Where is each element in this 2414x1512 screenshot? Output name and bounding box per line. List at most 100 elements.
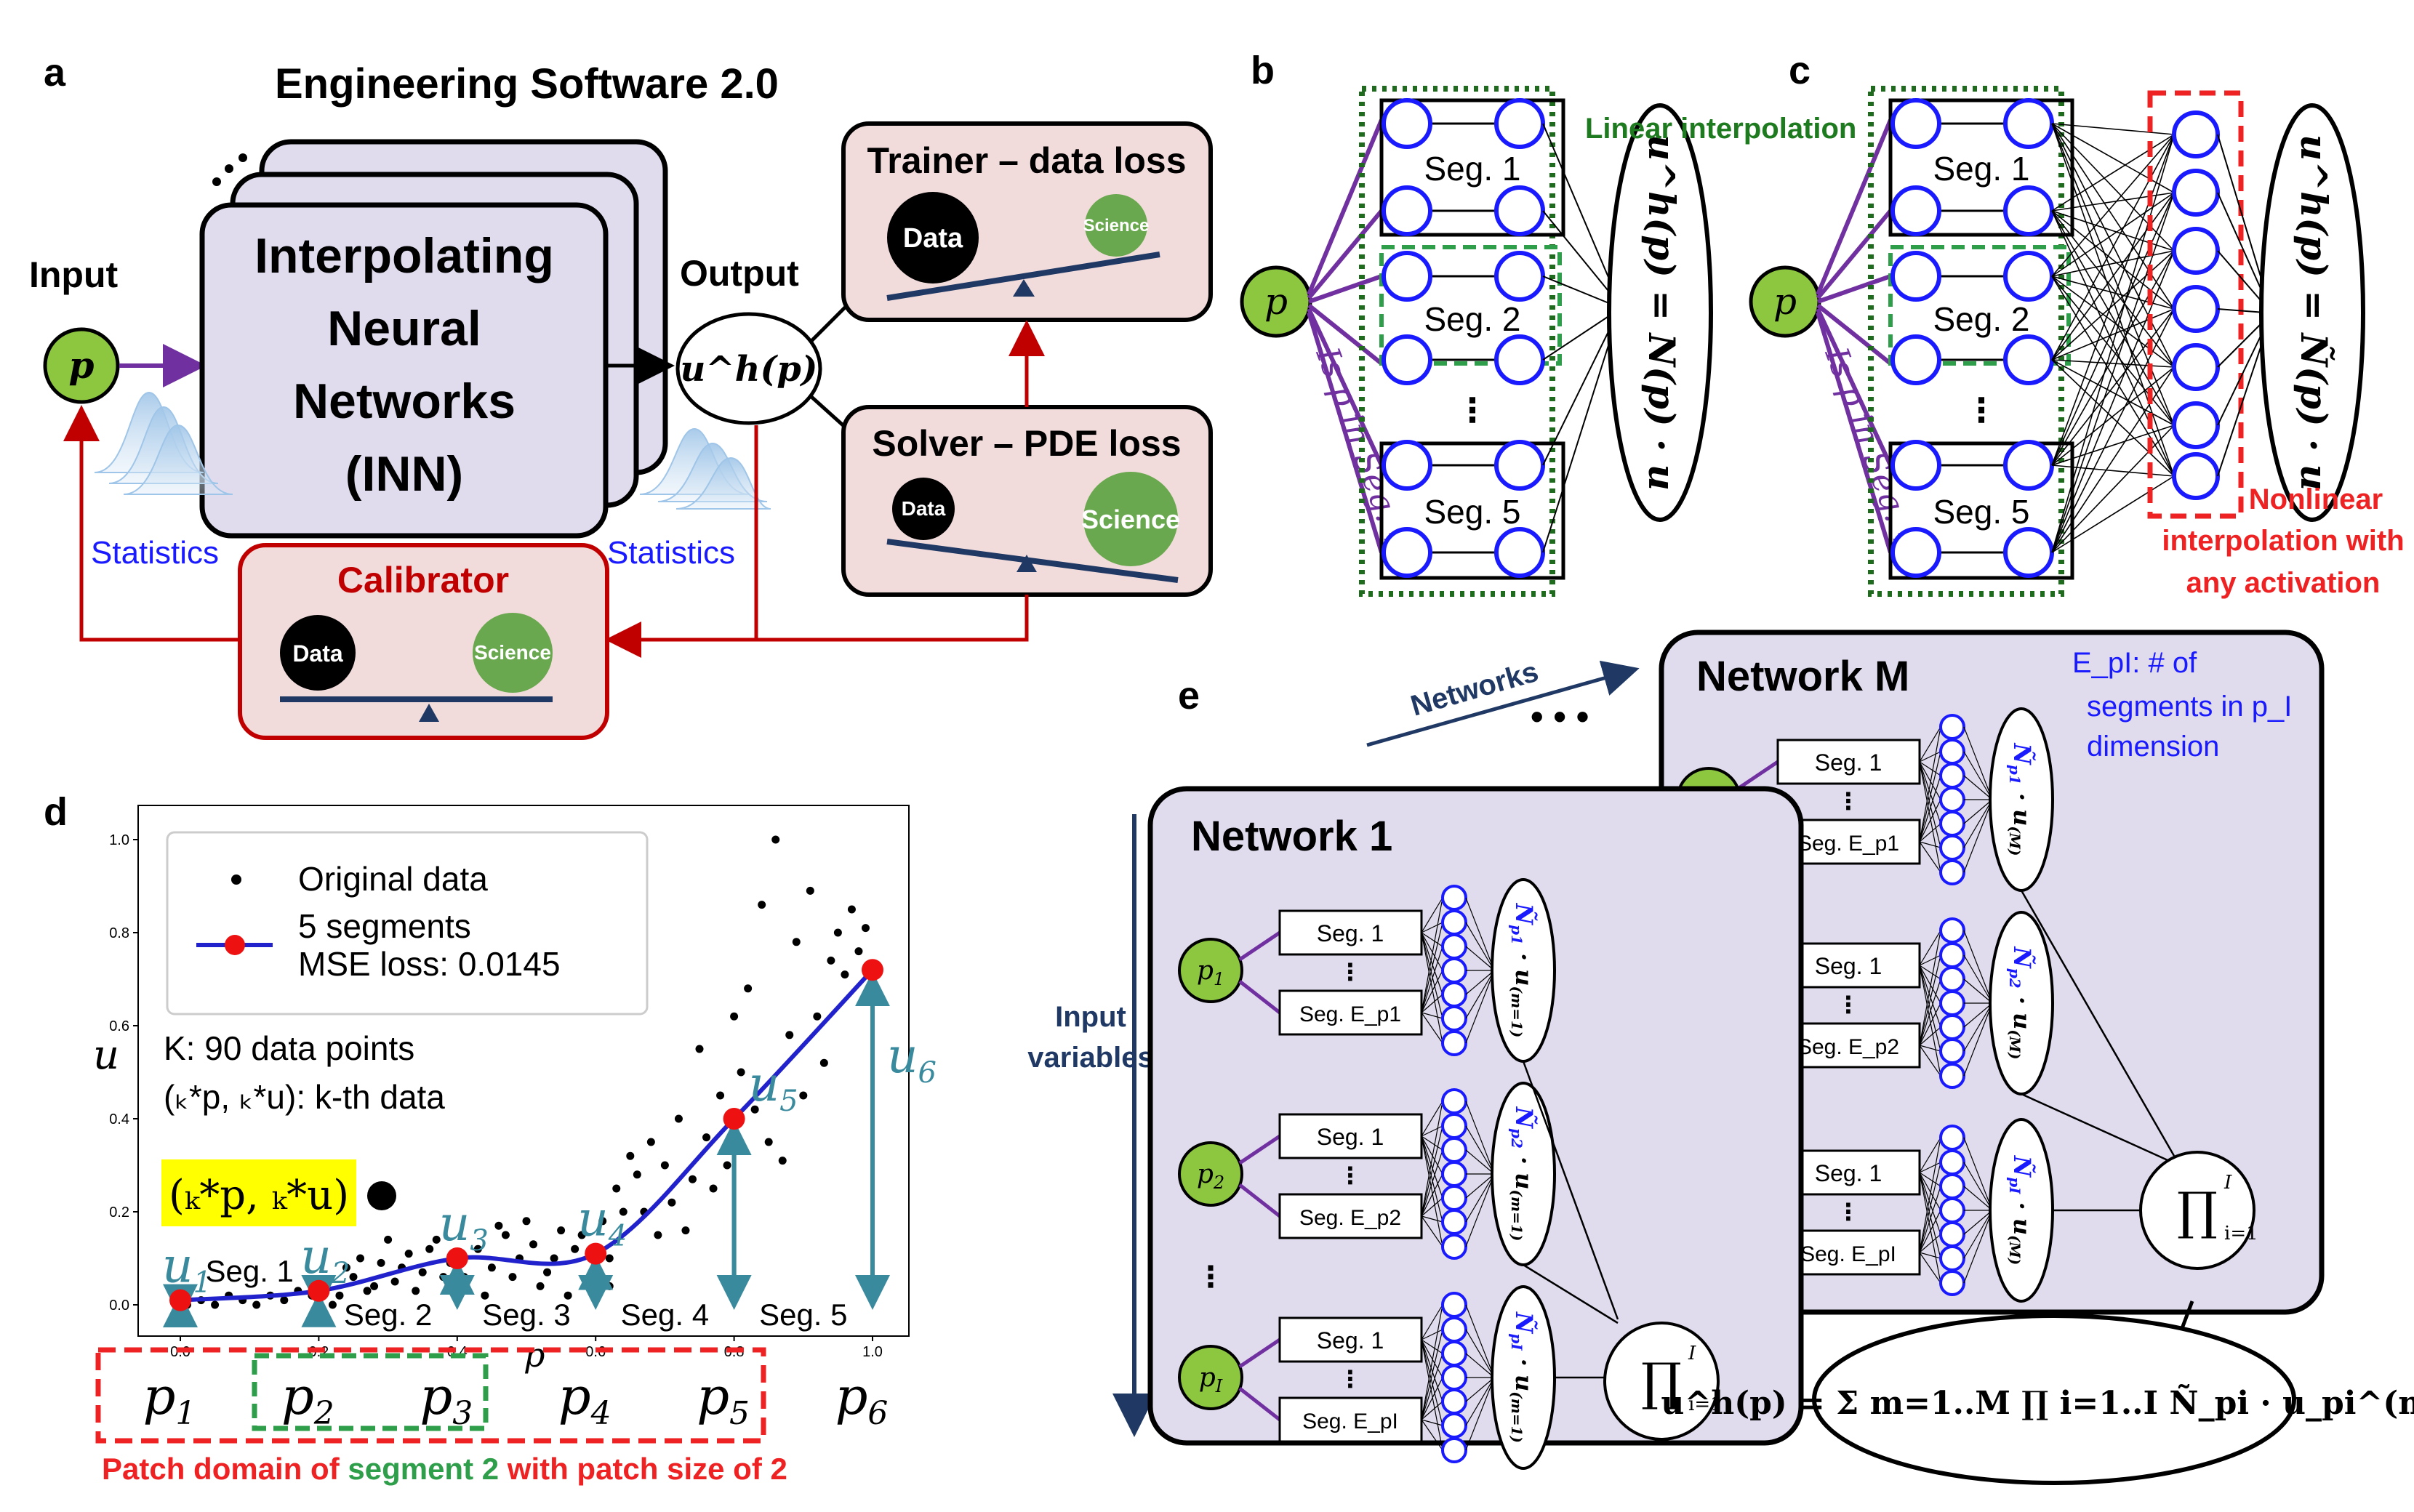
y-ticks: 0.00.20.40.60.81.0: [109, 832, 138, 1314]
neuron: [1939, 1245, 1965, 1271]
edge: [1919, 1172, 1941, 1284]
seg-box-label: Seg. E_p1: [1797, 832, 1899, 856]
segment-node: [308, 1279, 330, 1302]
stack-dot: [225, 164, 233, 173]
solver-title: Solver – PDE loss: [872, 423, 1181, 464]
c-nonlinear-3: any activation: [2186, 567, 2381, 599]
y-tick-label: 0.8: [109, 925, 129, 941]
inn-box-front: [199, 202, 609, 539]
product-symbol: ∏: [2177, 1181, 2218, 1241]
data-point: [370, 1282, 379, 1290]
edge: [1421, 1419, 1443, 1426]
edge: [1919, 1045, 1941, 1077]
seg-box-label: Seg. 1: [1815, 1160, 1882, 1186]
to-product: [1522, 1061, 1619, 1320]
dense-edge: [2051, 123, 2175, 252]
neuron: [1939, 763, 1965, 789]
edge: [1421, 1329, 1443, 1340]
kth-text: (ₖ*p, ₖ*u): k-th data: [164, 1078, 445, 1116]
panel-c-letter: c: [1789, 49, 1810, 92]
b-purple-lines: [1307, 118, 1384, 553]
branch-line: [1238, 1134, 1281, 1165]
data-point: [619, 1207, 627, 1216]
edge: [1421, 1339, 1443, 1354]
dense-edge: [2051, 123, 2175, 193]
product-symbol: ∏: [1641, 1352, 1682, 1412]
edge: [1421, 1135, 1443, 1151]
solver-science-text: Science: [1081, 504, 1180, 534]
data-point: [633, 1170, 641, 1179]
neuron: [1939, 990, 1965, 1016]
edge: [1421, 1304, 1443, 1420]
y-tick-label: 1.0: [109, 832, 129, 848]
data-point: [536, 1282, 545, 1290]
c-nonlinear-2: interpolation with: [2162, 525, 2404, 557]
neuron: [1441, 1388, 1467, 1415]
edge: [1919, 1162, 1941, 1253]
y-axis-label: u: [93, 1032, 119, 1079]
c-hidden-nodes: [2172, 110, 2220, 500]
neuron: [1441, 909, 1467, 936]
edge: [1963, 930, 1993, 1004]
neuron: [1441, 1005, 1467, 1032]
edge: [1919, 930, 1941, 1046]
segment-nodes: [169, 959, 883, 1311]
data-point: [481, 1291, 489, 1300]
neuron: [1939, 1197, 1965, 1223]
output-formula: Ñp2 · u(M): [2006, 946, 2036, 1060]
dense-edge: [2051, 250, 2175, 553]
segment-node: [169, 1289, 191, 1311]
data-point: [750, 1105, 759, 1114]
calibrator-data-ball: [280, 615, 356, 691]
statistics-right: Statistics: [607, 535, 735, 571]
branch-line: [1238, 1183, 1281, 1218]
edge: [1919, 954, 1941, 966]
dense-edge: [2051, 210, 2175, 252]
b-outer-dotted-box: [1359, 86, 1555, 597]
neuron: [1441, 1161, 1467, 1187]
trainer-data-text: Data: [903, 223, 963, 254]
segment-label: Seg. 4: [621, 1298, 709, 1332]
edge: [1421, 1135, 1443, 1175]
trainer-data-ball: [887, 192, 979, 284]
seg-vdots: ⋮: [1339, 959, 1362, 985]
legend-node: [225, 935, 245, 955]
edge: [1919, 1137, 1941, 1253]
edge: [1465, 897, 1495, 971]
edge: [1421, 946, 1443, 1013]
dense-edge: [2051, 123, 2175, 368]
edge: [1919, 1172, 1941, 1235]
panel-a-title: Engineering Software 2.0: [275, 60, 779, 108]
data-point: [252, 1300, 261, 1309]
y-tick-label: 0.0: [109, 1298, 129, 1314]
highlight-text: (ₖ*p, ₖ*u): [169, 1172, 349, 1219]
data-point: [785, 1031, 794, 1040]
edge: [1421, 932, 1443, 1044]
edge: [1465, 970, 1495, 995]
data-point: [819, 1058, 828, 1067]
data-point: [605, 1282, 614, 1290]
node-label: u6: [887, 1028, 937, 1090]
seg-box: [1776, 739, 1921, 785]
to-product: [1523, 1263, 1619, 1324]
data-point: [695, 1045, 704, 1053]
patch-caption-2: segment 2: [348, 1452, 499, 1486]
edge: [1919, 1252, 1941, 1259]
to-product: [2021, 1093, 2175, 1165]
neuron: [1441, 1234, 1467, 1260]
panel-b-letter: b: [1251, 49, 1275, 92]
segment-label: Seg. 3: [482, 1298, 570, 1332]
edge: [1465, 922, 1495, 971]
edge: [1465, 1377, 1495, 1426]
dense-edge: [2051, 123, 2175, 310]
b-seg1-box: [1379, 98, 1565, 237]
edge: [1465, 970, 1495, 1019]
edge: [1421, 922, 1443, 1013]
edge: [1421, 1377, 1443, 1420]
seg-vdots: ⋮: [1837, 1199, 1860, 1225]
inn-line4: (INN): [345, 446, 463, 502]
dense-edge: [2051, 276, 2175, 477]
